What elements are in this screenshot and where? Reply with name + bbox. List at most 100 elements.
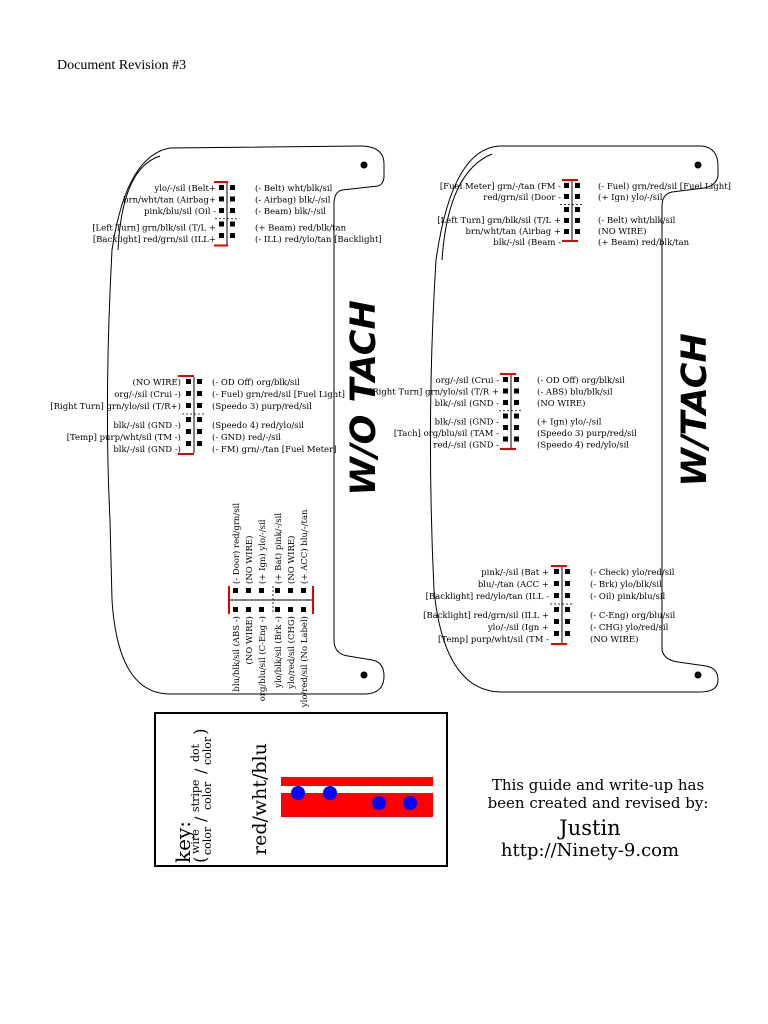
pin-label-right: (- Belt) wht/blk/sil [598, 215, 676, 226]
pin-label-right: (- ILL) red/ylo/tan [Backlight] [255, 234, 382, 245]
key-swatch-dot [291, 786, 305, 800]
credits-line-2: been created and revised by: [488, 794, 709, 812]
pin-label-right: (+ Ign) ylo/-/sil [598, 192, 663, 203]
pin-label-top: (- Door) red/grn/sil [231, 503, 242, 584]
key-legend-close: ) [191, 728, 211, 735]
key-legend-slash-2: / [191, 768, 210, 774]
left-panel-hole-top [360, 161, 368, 169]
pin-label-left: (NO WIRE) [133, 377, 181, 388]
pin-label-bottom: blu/blk/sil (ABS -) [231, 616, 242, 692]
pin-label-left: [Backlight] red/grn/sil (ILL + [423, 610, 549, 621]
pin-label-right: (NO WIRE) [537, 398, 585, 409]
key-legend-slash-1: / [191, 816, 210, 822]
left-panel-title: W/O TACH [344, 300, 384, 495]
key-title: key: [171, 821, 195, 863]
pin-label-left: blu/-/tan (ACC + [478, 579, 549, 590]
credits-author: Justin [557, 816, 620, 840]
pin-label-left: [Fuel Meter] grn/-/tan (FM - [440, 181, 561, 192]
key-legend-stripe-sub: color [201, 781, 214, 810]
right-panel-title: W/TACH [675, 333, 715, 487]
pin-label-right: (Speedo 3) purp/red/sil [212, 401, 312, 412]
pin-label-left: red/grn/sil (Door - [483, 192, 561, 203]
credits-line-1: This guide and write-up has [492, 776, 704, 794]
pin-label-right: (- Beam) blk/-/sil [255, 206, 326, 217]
pin-label-right: (- FM) grn/-/tan [Fuel Meter] [212, 444, 336, 455]
pin-label-left: brn/wht/tan (Airbag + [465, 226, 561, 237]
pin-label-right: (- Brk) ylo/blk/sil [590, 579, 662, 590]
pin-label-left: ylo/-/sil (Ign + [487, 622, 549, 633]
key-legend-stripe: stripe [189, 780, 202, 812]
left-bottom-connector [228, 586, 314, 614]
right-panel-hole-top [694, 161, 702, 169]
pin-label-left: blk/-/sil (GND - [435, 417, 499, 428]
pin-label-left: org/-/sil (Crui -) [114, 389, 181, 400]
pin-label-right: (Speedo 4) red/ylo/sil [212, 420, 304, 431]
pin-label-top: (+ Ign) ylo/-/sil [257, 519, 268, 584]
pin-label-left: blk/-/sil (GND - [435, 398, 499, 409]
pin-label-right: (- GND) red/-/sil [212, 432, 281, 443]
right-bottom-connector [550, 565, 574, 645]
pin-label-right: (- Fuel) grn/red/sil [Fuel Light] [598, 181, 731, 192]
pin-label-left: brn/wht/tan (Airbag+ [123, 195, 216, 206]
pin-label-left: [Left Turn] grn/blk/sil (T/L + [437, 215, 561, 226]
document-revision: Document Revision #3 [57, 58, 187, 73]
pin-label-right: (- OD Off) org/blk/sil [537, 375, 625, 386]
pin-label-left: [Tach] org/blu/sil (TAM - [394, 428, 499, 439]
pin-label-left: [Right Turn] grn/ylo/sil (T/R+) [50, 401, 181, 412]
pin-label-right: (- Oil) pink/blu/sil [590, 591, 666, 602]
key-box: key: ( wire color / stripe color / dot c… [154, 712, 448, 867]
pin-label-left: pink/-/sil (Bat + [481, 567, 549, 578]
key-swatch-dot [372, 796, 386, 810]
key-swatch-stripe [281, 786, 433, 793]
key-swatch-dot [403, 796, 417, 810]
right-panel-outline [429, 145, 719, 693]
credits: This guide and write-up has been created… [488, 776, 709, 861]
pin-label-top: (+ ACC) blu/-/tan [299, 509, 310, 584]
key-legend-dot: dot [189, 743, 202, 762]
left-mid-connector [178, 375, 206, 455]
pin-label-left: blk/-/sil (GND -) [113, 420, 181, 431]
key-legend-dot-sub: color [201, 736, 214, 765]
pin-label-left: blk/-/sil (GND -) [113, 444, 181, 455]
pin-label-left: [Backlight] red/ylo/tan (ILL - [426, 591, 550, 602]
pin-label-top: (NO WIRE) [286, 536, 297, 584]
pin-label-right: (- C-Eng) org/blu/sil [590, 610, 675, 621]
pin-label-right: (Speedo 3) purp/red/sil [537, 428, 637, 439]
pin-label-left: [Backlight] red/grn/sil (ILL+ [93, 234, 216, 245]
right-top-connector [560, 179, 584, 242]
pin-label-bottom: (NO WIRE) [244, 616, 255, 664]
pin-label-right: (+ Beam) red/blk/tan [255, 223, 347, 234]
pin-label-right: (- Airbag) blk/-/sil [255, 195, 331, 206]
pin-label-right: (+ Ign) ylo/-/sil [537, 417, 602, 428]
pin-label-left: pink/blu/sil (Oil - [144, 206, 216, 217]
pin-label-left: [Left Turn] grn/blk/sil (T/L + [92, 223, 216, 234]
left-top-connector [214, 181, 239, 247]
pin-label-bottom: org/blu/sil (C-Eng -) [257, 616, 268, 701]
right-panel-hole-bottom [694, 671, 702, 679]
pin-label-right: (- OD Off) org/blk/sil [212, 377, 300, 388]
pin-label-right: (NO WIRE) [590, 634, 638, 645]
pin-label-left: red/-/sil (GND - [433, 440, 499, 451]
pin-label-right: (- ABS) blu/blk/sil [537, 387, 613, 398]
pin-label-right: (- CHG) ylo/red/sil [590, 622, 669, 633]
pin-label-left: org/-/sil (Crui - [436, 375, 500, 386]
left-panel-hole-bottom [360, 671, 368, 679]
pin-label-left: ylo/-/sil (Belt+ [153, 183, 216, 194]
pin-label-left: [Temp] purp/wht/sil (TM - [438, 634, 549, 645]
key-swatch-dot [323, 786, 337, 800]
key-example-code: red/wht/blu [249, 743, 271, 855]
key-legend-wire-sub: color [201, 826, 214, 855]
key-legend-open: ( [191, 856, 211, 863]
pin-label-right: (- Check) ylo/red/sil [590, 567, 675, 578]
pin-label-left: [Right Turn] grn/ylo/sil (T/R + [369, 387, 499, 398]
pin-label-right: (NO WIRE) [598, 226, 646, 237]
pin-label-top: (+ Bat) pink/-/sil [273, 513, 284, 584]
right-mid-connector [499, 373, 523, 450]
credits-url: http://Ninety-9.com [501, 840, 679, 861]
pin-label-left: [Temp] purp/wht/sil (TM -) [67, 432, 181, 443]
key-legend-wire: wire [189, 829, 202, 854]
pin-label-bottom: ylo/red/sil (No Label) [299, 616, 310, 708]
pin-label-left: blk/-/sil (Beam - [493, 237, 561, 248]
pin-label-right: (- Fuel) grn/red/sil [Fuel Light] [212, 389, 345, 400]
